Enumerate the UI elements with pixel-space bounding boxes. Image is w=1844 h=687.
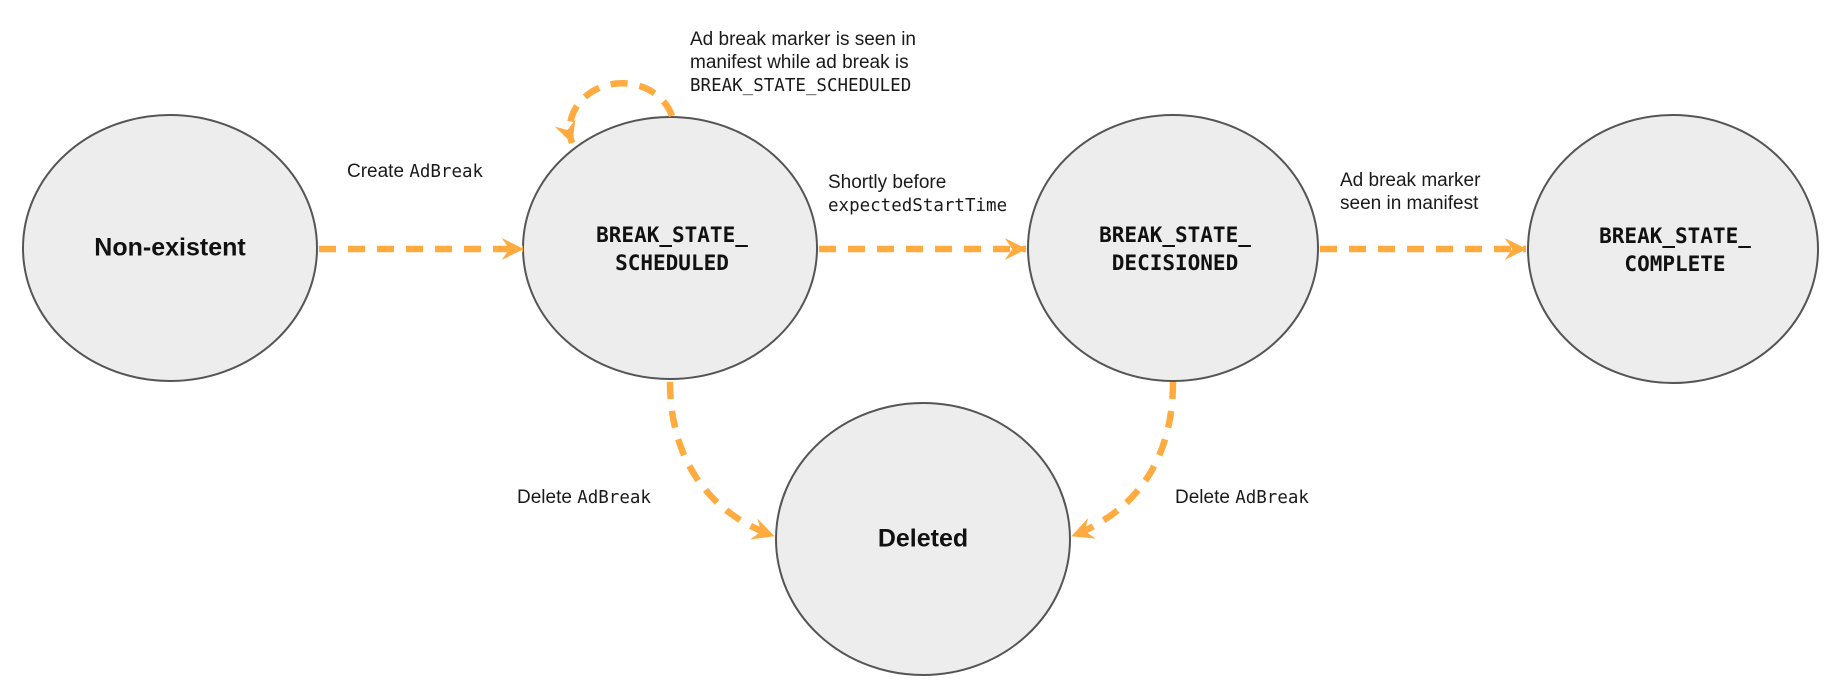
- edge-label-self-loop-line2: manifest while ad break is: [690, 52, 909, 73]
- edge-label-delete-right-code: AdBreak: [1235, 488, 1309, 508]
- edge-label-shortly-before-line1: Shortly before: [828, 172, 947, 193]
- state-label-complete-line1: BREAK_STATE_: [1599, 224, 1751, 248]
- state-label-complete: BREAK_STATE_ COMPLETE: [1599, 222, 1751, 278]
- state-node-deleted-circle: [775, 402, 1071, 676]
- edge-label-delete-right-text: Delete: [1175, 487, 1236, 508]
- state-label-scheduled: BREAK_STATE_ SCHEDULED: [596, 221, 748, 277]
- state-label-deleted: Deleted: [877, 524, 969, 553]
- state-node-non-existent-circle: [22, 114, 318, 382]
- edge-label-create-code: AdBreak: [409, 162, 484, 182]
- edge-label-delete-adbreak-left: Delete AdBreak: [517, 486, 651, 510]
- edge-decisioned-to-deleted-arrow: [1070, 381, 1177, 540]
- state-node-complete-circle: [1527, 114, 1819, 384]
- state-label-decisioned-line2: DECISIONED: [1111, 251, 1239, 275]
- edge-label-create-text: Create: [347, 161, 410, 182]
- edge-label-shortly-before: Shortly before expectedStartTime: [828, 171, 1007, 218]
- edge-label-delete-left-text: Delete: [517, 487, 578, 508]
- edge-label-self-loop-code: BREAK_STATE_SCHEDULED: [690, 76, 912, 96]
- edge-scheduled-to-deleted-arrow: [666, 381, 776, 540]
- edge-label-marker-seen-line2: seen in manifest: [1340, 193, 1479, 214]
- edge-label-marker-seen: Ad break marker seen in manifest: [1340, 169, 1480, 215]
- edge-label-delete-adbreak-right: Delete AdBreak: [1175, 486, 1309, 510]
- edge-label-shortly-before-code: expectedStartTime: [828, 196, 1008, 216]
- state-label-scheduled-line1: BREAK_STATE_: [596, 223, 748, 247]
- edge-label-self-loop: Ad break marker is seen in manifest whil…: [690, 28, 916, 98]
- edge-label-marker-seen-line1: Ad break marker: [1340, 170, 1481, 191]
- state-node-decisioned-circle: [1027, 114, 1319, 382]
- state-label-scheduled-line2: SCHEDULED: [615, 251, 729, 275]
- edge-label-self-loop-line1: Ad break marker is seen in: [690, 29, 916, 50]
- state-label-decisioned: BREAK_STATE_ DECISIONED: [1099, 221, 1251, 277]
- state-label-non-existent: Non-existent: [94, 233, 246, 262]
- edge-label-delete-left-code: AdBreak: [577, 488, 651, 508]
- state-label-complete-line2: COMPLETE: [1624, 252, 1726, 276]
- state-label-decisioned-line1: BREAK_STATE_: [1099, 223, 1251, 247]
- edge-label-create-adbreak: Create AdBreak: [347, 160, 483, 184]
